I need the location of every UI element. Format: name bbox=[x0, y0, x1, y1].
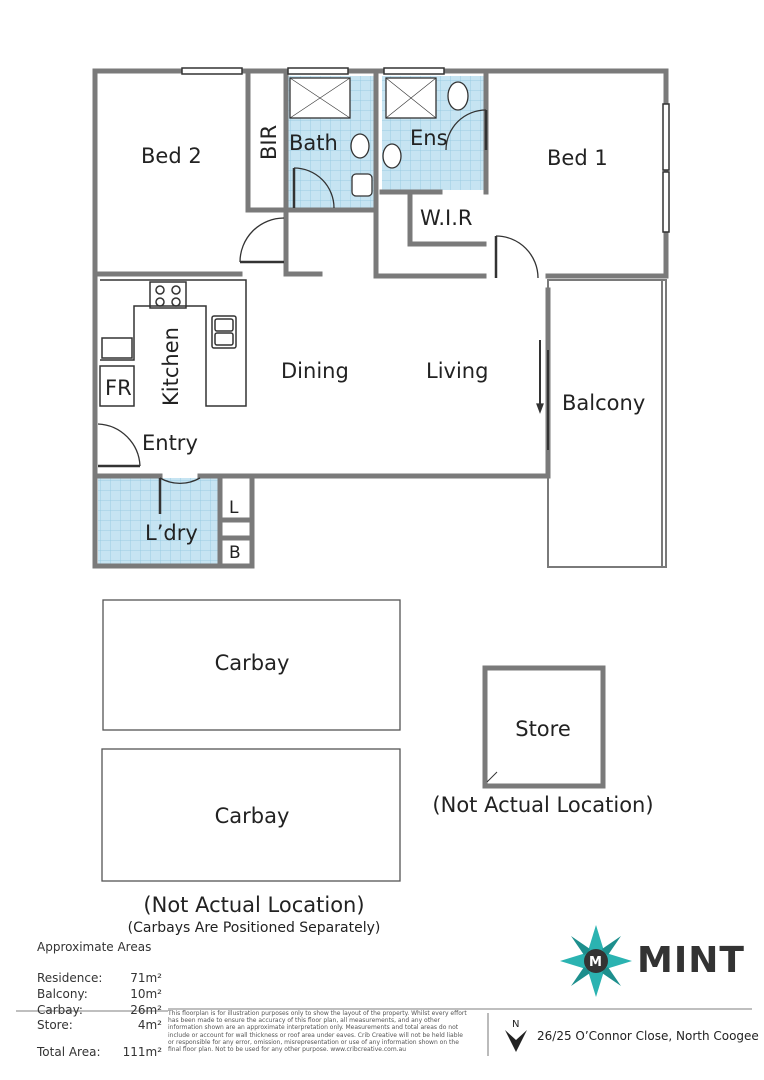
room-entry: Entry bbox=[142, 431, 198, 455]
bath-fixtures bbox=[289, 77, 469, 197]
areas-title: Approximate Areas bbox=[37, 940, 152, 954]
room-bed2: Bed 2 bbox=[141, 144, 202, 168]
room-kitchen: Kitchen bbox=[159, 327, 183, 406]
area-label: Total Area: bbox=[37, 1045, 101, 1059]
carbay-2-label: Carbay bbox=[215, 804, 290, 828]
svg-text:M: M bbox=[589, 955, 602, 970]
disclaimer-text: This floorplan is for illustration purpo… bbox=[168, 1010, 467, 1054]
room-linen: L bbox=[229, 498, 239, 518]
area-label: Store: bbox=[37, 1018, 73, 1032]
room-broom: B bbox=[229, 543, 241, 563]
carbay-note: (Not Actual Location) bbox=[143, 893, 364, 917]
brand-name: MINT bbox=[637, 940, 745, 981]
area-row-residence: Residence: 71m² bbox=[37, 971, 162, 985]
room-bed1: Bed 1 bbox=[547, 146, 608, 170]
laundry-tiles bbox=[98, 478, 218, 566]
north-arrow-icon: N bbox=[505, 1019, 527, 1052]
area-row-balcony: Balcony: 10m² bbox=[37, 987, 162, 1001]
north-label: N bbox=[512, 1019, 519, 1030]
store-outline bbox=[482, 665, 606, 789]
doors bbox=[97, 109, 549, 514]
windows bbox=[181, 67, 670, 233]
carbay-2-outline bbox=[101, 748, 401, 882]
room-bir: BIR bbox=[257, 125, 281, 160]
store-label: Store bbox=[515, 717, 571, 741]
room-living: Living bbox=[426, 359, 488, 383]
area-row-carbay: Carbay: 26m² bbox=[37, 1003, 162, 1017]
area-label: Residence: bbox=[37, 971, 103, 985]
area-row-store: Store: 4m² bbox=[37, 1018, 162, 1032]
balcony-outline bbox=[547, 279, 667, 568]
area-label: Carbay: bbox=[37, 1003, 83, 1017]
area-value: 26m² bbox=[130, 1003, 162, 1017]
area-value: 111m² bbox=[122, 1045, 162, 1059]
area-value: 4m² bbox=[137, 1018, 162, 1032]
area-row-total: Total Area: 111m² bbox=[37, 1045, 162, 1059]
area-value: 71m² bbox=[130, 971, 162, 985]
mint-logo-icon: M bbox=[560, 925, 632, 997]
property-address: 26/25 O’Connor Close, North Coogee bbox=[537, 1029, 759, 1043]
carbay-1-label: Carbay bbox=[215, 651, 290, 675]
store-note: (Not Actual Location) bbox=[432, 793, 653, 817]
area-value: 10m² bbox=[130, 987, 162, 1001]
room-laundry: L’dry bbox=[145, 521, 198, 545]
room-fr: FR bbox=[105, 376, 132, 400]
carbay-1-outline bbox=[102, 599, 401, 731]
room-wir: W.I.R bbox=[420, 206, 473, 230]
carbay-subnote: (Carbays Are Positioned Separately) bbox=[128, 920, 381, 936]
room-dining: Dining bbox=[281, 359, 349, 383]
area-label: Balcony: bbox=[37, 987, 88, 1001]
room-ens: Ens bbox=[410, 126, 448, 150]
room-bath: Bath bbox=[289, 131, 338, 155]
kitchen-bench bbox=[99, 279, 247, 407]
room-balcony: Balcony bbox=[562, 391, 645, 415]
